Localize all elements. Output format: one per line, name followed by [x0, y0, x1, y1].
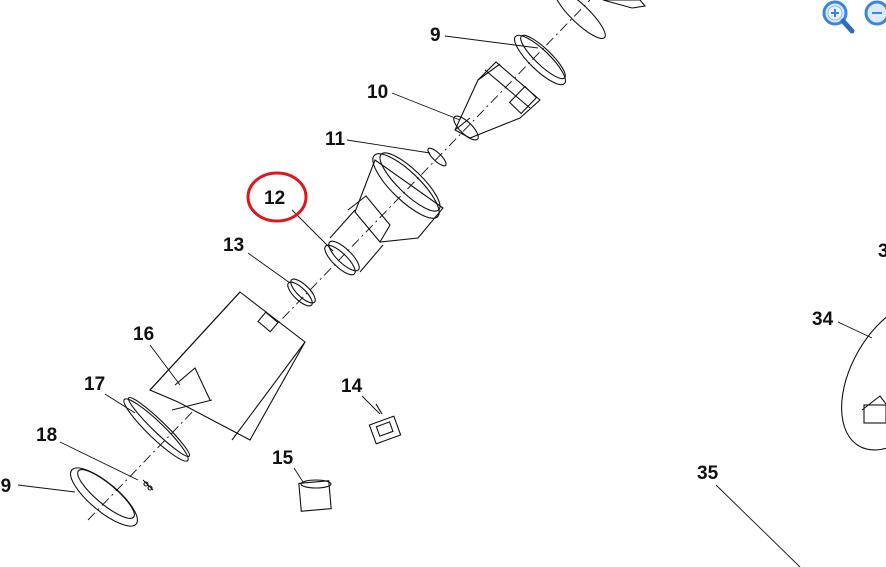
zoom-controls [820, 0, 886, 36]
label-part-19[interactable]: 19 [0, 476, 12, 497]
zoom-out-icon[interactable] [862, 0, 886, 36]
label-part-10[interactable]: 10 [367, 82, 389, 103]
part-15-plug [298, 479, 332, 512]
label-part-17[interactable]: 17 [84, 374, 106, 395]
label-part-34[interactable]: 34 [812, 309, 834, 330]
label-part-3x[interactable]: 3 [878, 241, 886, 262]
zoom-in-icon[interactable] [820, 0, 860, 36]
top-gasket [554, 0, 647, 40]
part-10-cone [453, 61, 541, 141]
label-part-12[interactable]: 12 [264, 188, 286, 209]
part-19-cap [70, 467, 138, 527]
part-14-latch [368, 403, 402, 445]
label-part-13[interactable]: 13 [223, 235, 245, 256]
part-16-cylinder [149, 291, 306, 441]
label-part-15[interactable]: 15 [272, 448, 294, 469]
part-9-ring [514, 34, 566, 86]
part-13-ring [287, 278, 316, 307]
label-part-9[interactable]: 9 [430, 25, 441, 46]
label-part-35[interactable]: 35 [697, 463, 719, 484]
part-18-screw [142, 479, 154, 491]
label-part-11[interactable]: 11 [325, 129, 346, 150]
highlight-circle [246, 171, 308, 223]
label-part-18[interactable]: 18 [36, 425, 58, 446]
assembly-axis [87, 0, 591, 521]
leader-lines [17, 35, 873, 567]
part-17-gasket [123, 396, 191, 462]
part-12-cyclone [324, 152, 444, 276]
part-34-housing [841, 299, 886, 451]
label-part-14[interactable]: 14 [341, 376, 363, 397]
part-11-oring [427, 147, 447, 167]
label-part-16[interactable]: 16 [133, 324, 155, 345]
